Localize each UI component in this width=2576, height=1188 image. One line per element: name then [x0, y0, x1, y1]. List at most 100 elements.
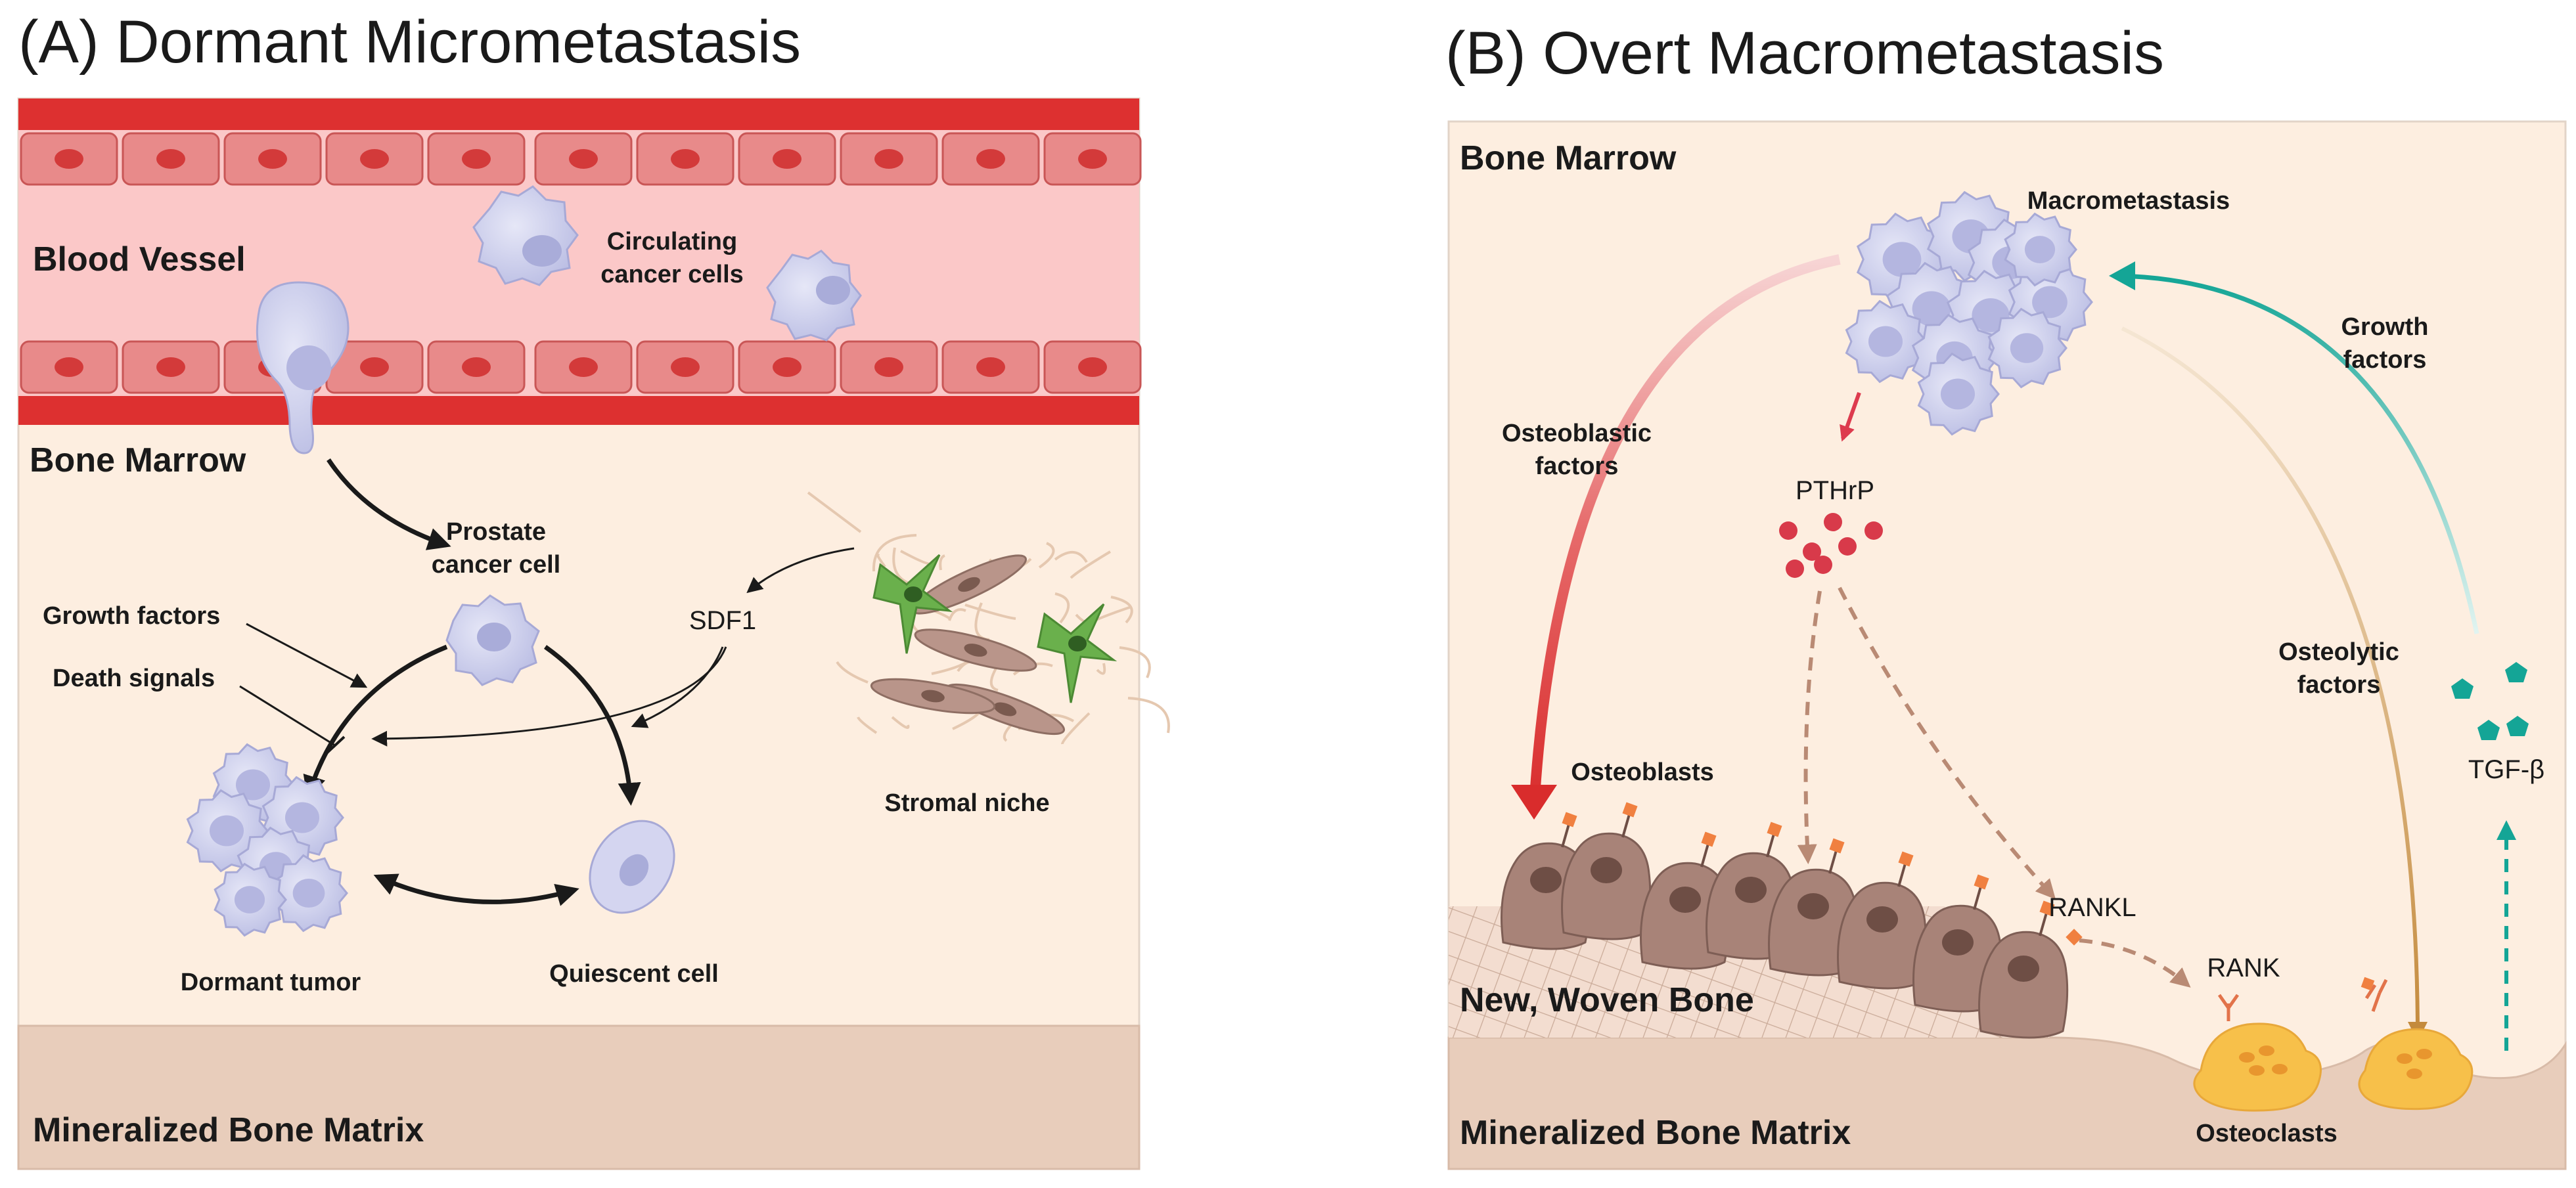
pthrp-molecules — [1779, 513, 1883, 578]
tgf-beta-label: TGF-β — [2468, 755, 2544, 784]
osteolytic-factors-arrow — [2121, 326, 2428, 1042]
rankl-stalk — [2039, 912, 2048, 936]
osteoclast-1 — [2193, 994, 2322, 1112]
stromal-fiber — [939, 554, 945, 571]
osteoblast-nucleus — [1530, 867, 1562, 893]
endothelial-nucleus — [569, 357, 598, 377]
rankl-receptor — [1767, 822, 1782, 837]
osteoblastic-arrowhead — [1511, 785, 1557, 820]
mineralized-bone-matrix-a — [17, 1024, 1141, 1170]
growth-label-1: Growth — [2341, 313, 2429, 341]
endothelial-nucleus — [258, 149, 287, 169]
rankl-receptor — [1701, 831, 1717, 847]
osteoblast-row — [1501, 802, 2083, 1039]
cell-nucleus — [1940, 378, 1976, 410]
endothelial-row-top — [20, 132, 1142, 186]
stromal-fiber — [807, 491, 862, 533]
rankl-receptor — [1622, 802, 1638, 818]
pthrp-release-arrow — [1840, 391, 1861, 442]
endothelial-nucleus — [569, 149, 598, 169]
cell-nucleus — [292, 878, 325, 908]
cell-nucleus — [2010, 333, 2044, 363]
death-signals-inhibit-line — [239, 685, 336, 747]
cell-nucleus — [1912, 291, 1951, 326]
macrometastasis-label: Macrometastasis — [2027, 187, 2230, 215]
osteoblastic-label-2: factors — [1535, 452, 1619, 480]
osteoblast-nucleus — [1735, 877, 1767, 903]
death-signals-label: Death signals — [53, 665, 215, 692]
osteolytic-label-2: factors — [2297, 671, 2381, 699]
osteoclast-2 — [2358, 977, 2474, 1111]
pthrp-label: PTHrP — [1796, 476, 1874, 505]
rankl-stalk — [1561, 824, 1570, 848]
fibroblast-nucleus — [921, 690, 945, 703]
mineralized-label-a: Mineralized Bone Matrix — [33, 1111, 424, 1149]
circulating-cancer-cell-1 — [472, 185, 579, 286]
stromal-fiber — [857, 716, 878, 734]
stromal-fiber — [1070, 550, 1112, 579]
cell-nucleus — [235, 769, 271, 801]
osteoblast-nucleus — [1669, 887, 1701, 913]
stromal-fiber — [876, 554, 886, 568]
bone-marrow-label-b: Bone Marrow — [1460, 139, 1677, 177]
cell-nucleus — [1882, 242, 1922, 277]
osteoblastic-label-1: Osteoblastic — [1502, 420, 1652, 447]
circulating-label-2: cancer cells — [600, 261, 744, 288]
endothelial-nucleus — [874, 357, 903, 377]
rankl-receptor — [1974, 874, 1989, 890]
stromal-niche — [807, 491, 1170, 745]
stromal-fiber — [1054, 592, 1070, 624]
panel-b-title: (B) Overt Macrometastasis — [1445, 20, 2164, 87]
growth-factors-arrow — [246, 623, 368, 688]
mineralized-bone-matrix-b — [1447, 1036, 2567, 1170]
endothelial-nucleus — [773, 149, 802, 169]
circulating-label-1: Circulating — [607, 228, 737, 255]
stromal-niche-label: Stromal niche — [884, 789, 1049, 817]
stromal-fiber — [1119, 646, 1151, 678]
rankl-label: RANKL — [2048, 893, 2136, 922]
cell-nucleus — [284, 802, 320, 833]
stromal-fiber — [900, 550, 930, 565]
endothelial-nucleus — [360, 357, 389, 377]
stroma-to-sdf1-arrow — [746, 547, 855, 594]
panel-a-title: (A) Dormant Micrometastasis — [18, 9, 801, 76]
stromal-fiber — [964, 604, 1016, 620]
osteoblast — [1837, 881, 1928, 990]
extravasating-cancer-cell — [256, 281, 350, 454]
circulating-cancer-cell-2 — [766, 250, 862, 341]
growth-factors-arrow-b — [2118, 273, 2479, 634]
rankl-stalk — [1897, 863, 1907, 887]
pthrp-to-rankl-arrow — [1838, 586, 2056, 900]
endothelial-nucleus — [1078, 357, 1107, 377]
prostate-label-1: Prostate — [446, 518, 546, 546]
rankl-stalk — [1828, 850, 1838, 874]
macrometastasis-cluster — [1845, 190, 2093, 436]
stromal-green-cell — [1037, 603, 1118, 703]
osteoclasts-label: Osteoclasts — [2196, 1120, 2337, 1147]
growth-label-2: factors — [2343, 346, 2427, 374]
osteoblast-nucleus — [1866, 906, 1898, 933]
stromal-fiber — [891, 716, 910, 729]
tgf-beta-molecules — [2451, 662, 2529, 740]
rankl-receptor — [2039, 900, 2055, 916]
endothelial-row-bottom — [20, 340, 1142, 394]
cell-nucleus — [1868, 326, 1903, 357]
endothelial-nucleus — [671, 357, 700, 377]
stromal-fiber — [948, 608, 966, 621]
stromal-fiber — [1061, 712, 1091, 745]
pthrp-to-osteoblast-arrow — [1797, 590, 1822, 864]
fibroblast-nucleus — [993, 702, 1017, 716]
stromal-green-nucleus — [904, 586, 922, 602]
cell-nucleus — [234, 886, 265, 913]
cell-nucleus — [2024, 236, 2056, 263]
endothelial-nucleus — [874, 149, 903, 169]
osteoblast-nucleus — [1797, 893, 1829, 919]
stromal-green-nucleus — [1068, 636, 1087, 651]
stromal-fiber — [1127, 697, 1170, 734]
endothelial-nucleus — [773, 357, 802, 377]
endothelial-nucleus — [462, 357, 491, 377]
stromal-fiber — [836, 661, 869, 684]
cell-nucleus — [209, 815, 244, 847]
stromal-fiber — [1110, 596, 1133, 624]
